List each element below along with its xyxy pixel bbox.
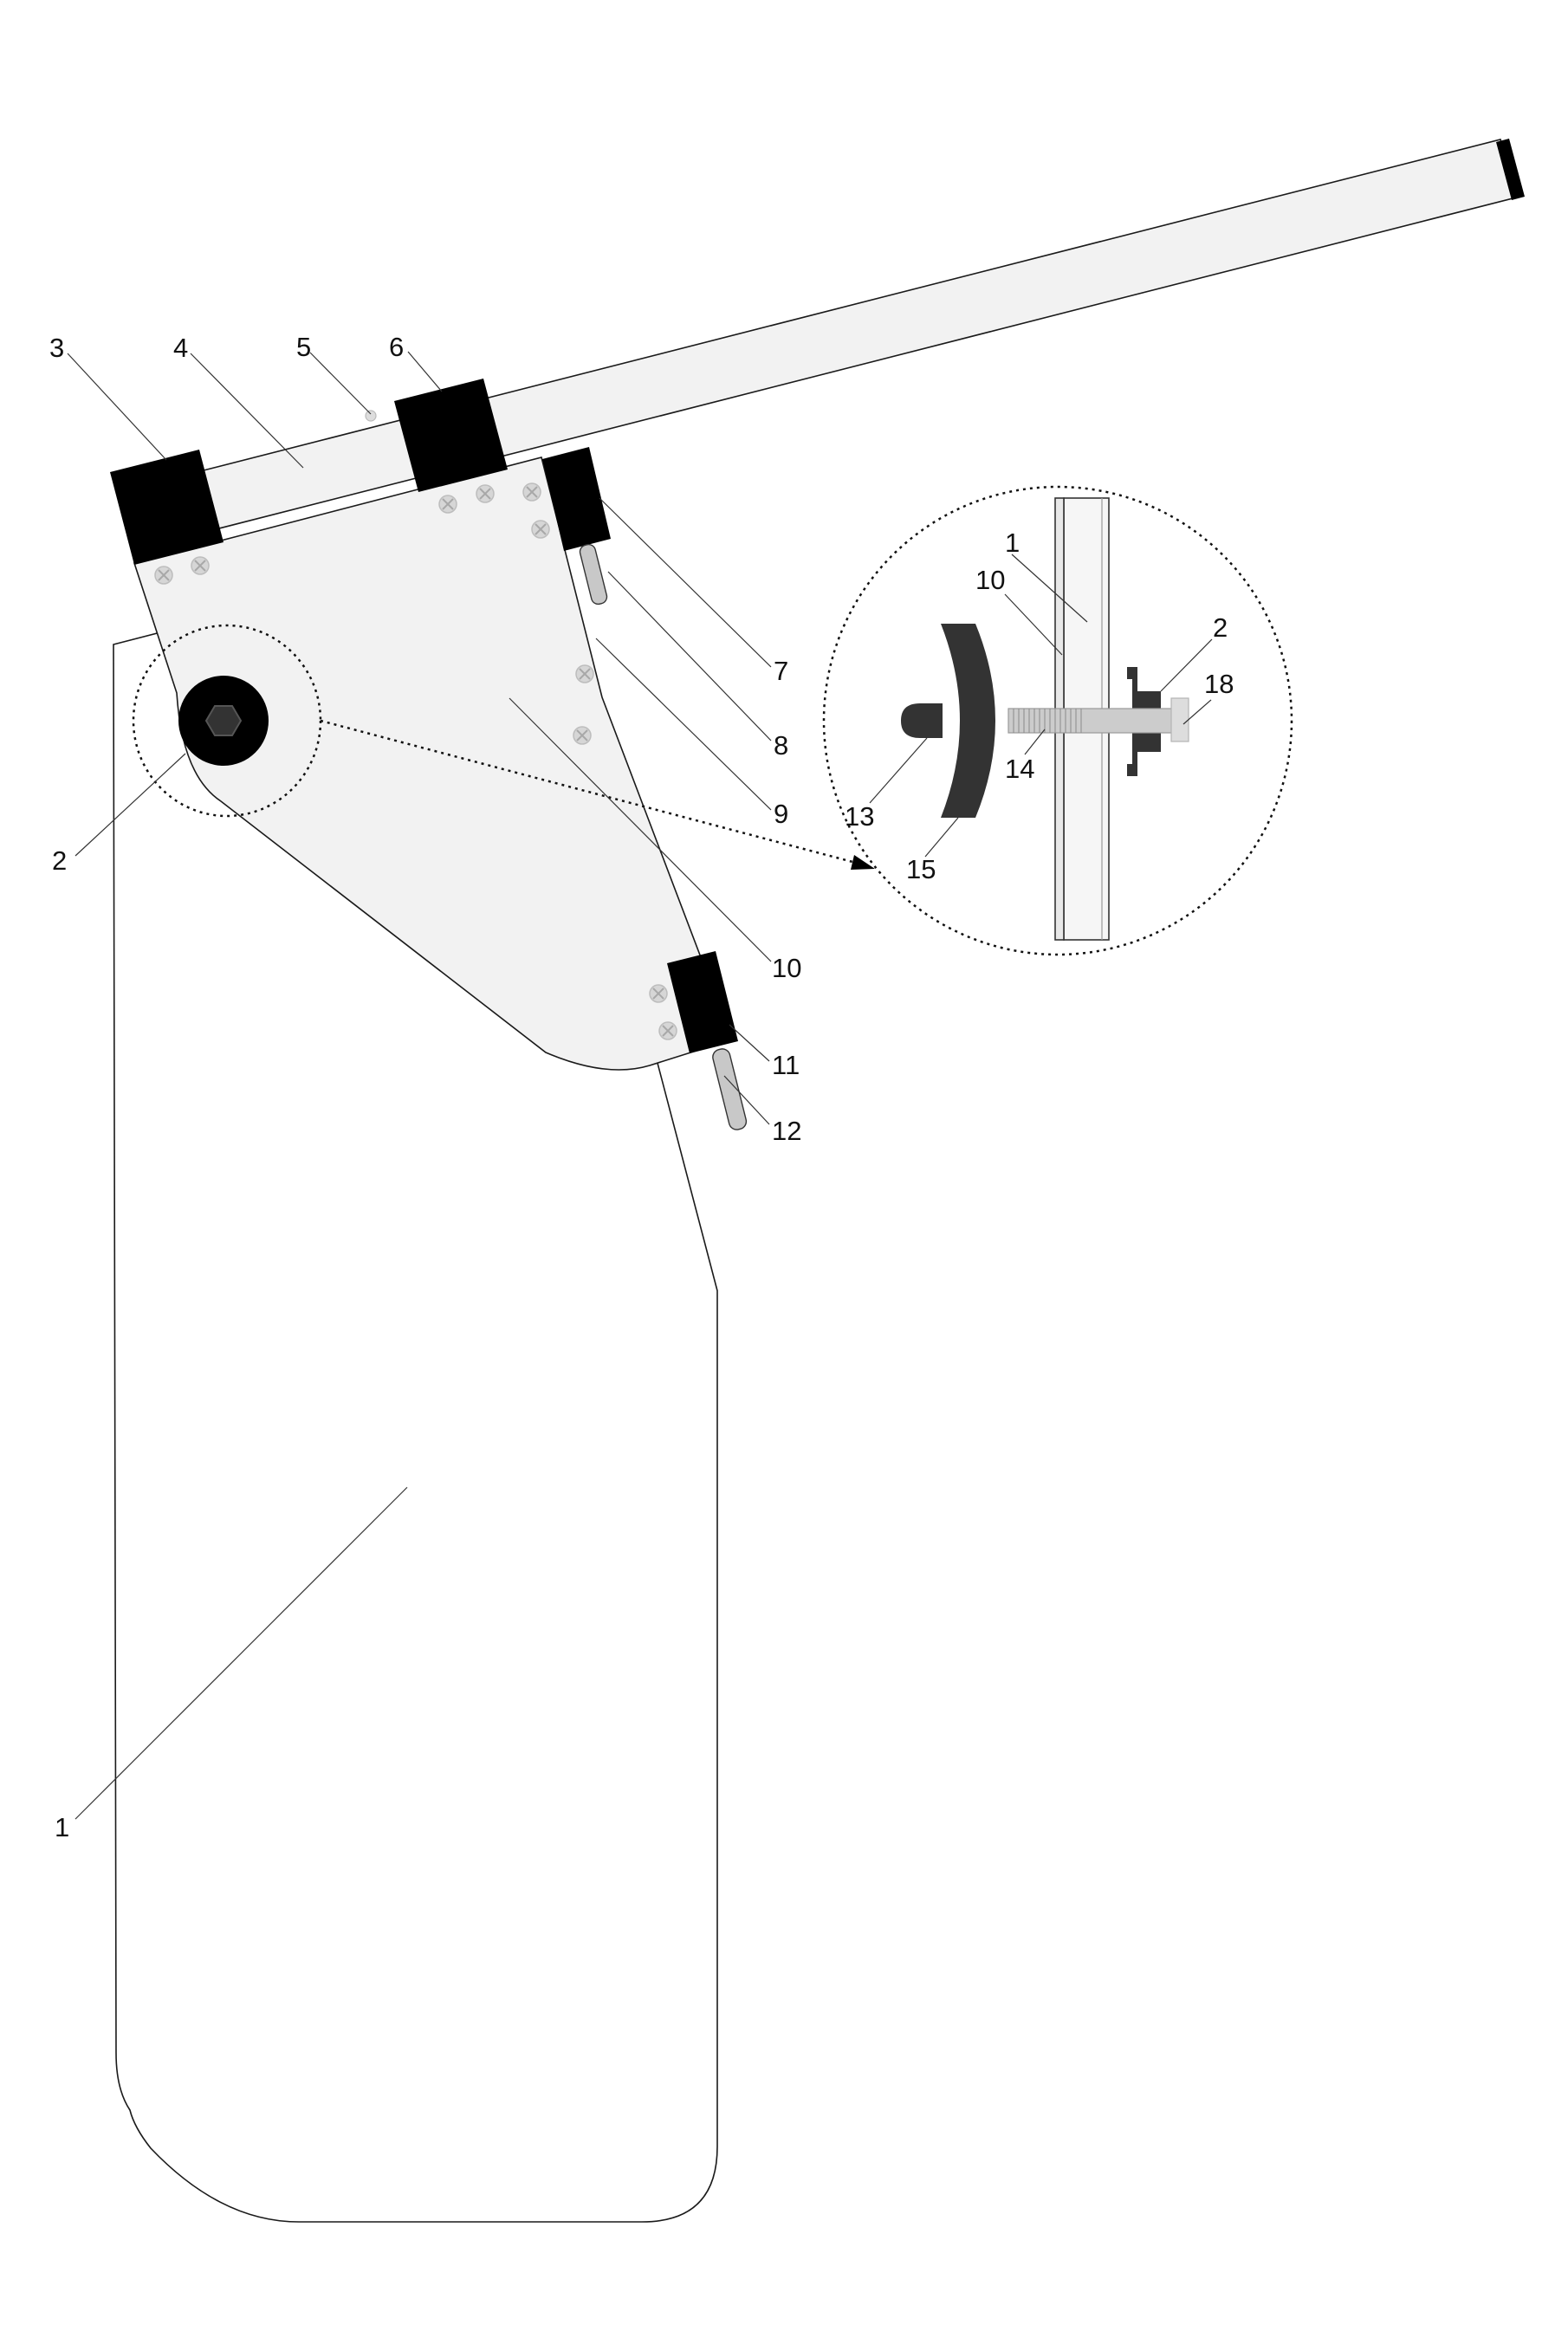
detail-view [822, 485, 1293, 956]
detail-bolt-head [1170, 697, 1189, 742]
callout-4: 4 [173, 333, 188, 363]
detail-arrow-line [320, 719, 857, 864]
detail-callout-2: 2 [1213, 612, 1228, 643]
screw-head [154, 566, 173, 585]
callout-12: 12 [772, 1116, 801, 1146]
callout-6: 6 [389, 332, 404, 362]
detail-callout-1: 1 [1005, 528, 1020, 558]
detail-rubber-buffer [941, 624, 995, 818]
boom-end-cap [1496, 139, 1525, 200]
detail-callout-13: 13 [845, 801, 874, 832]
detail-callout-18: 18 [1204, 669, 1234, 699]
detail-callout-14: 14 [1005, 754, 1034, 784]
clamp-block-6 [394, 379, 508, 492]
screw-head [531, 520, 550, 539]
callout-10: 10 [772, 953, 801, 983]
stop-block-7 [542, 447, 611, 551]
clamp-block-3 [110, 450, 224, 565]
screw-head [522, 482, 541, 502]
buffer-rod-12 [712, 1048, 748, 1130]
detail-bolt-threads [1013, 709, 1082, 733]
callout-2: 2 [52, 845, 67, 876]
screw-head [191, 556, 210, 575]
callout-labels: 3 4 5 6 7 8 9 10 11 12 2 1 1 10 2 18 14 … [49, 332, 1234, 1842]
detail-view-circle [822, 485, 1293, 956]
callout-5: 5 [296, 332, 311, 362]
screw-head [438, 495, 457, 514]
callout-9: 9 [774, 799, 788, 829]
callout-3: 3 [49, 333, 64, 363]
callout-8: 8 [774, 730, 788, 761]
leader-lines [67, 351, 1213, 1820]
callout-11: 11 [772, 1050, 800, 1080]
detail-callout-15: 15 [906, 854, 936, 884]
buffer-rod-8 [579, 543, 608, 605]
boom-screw [365, 410, 377, 422]
screw-head [573, 726, 592, 745]
plate-screws [154, 482, 677, 1040]
detail-bumper-cap [901, 703, 943, 738]
screw-head [649, 984, 668, 1003]
screw-head [658, 1021, 677, 1040]
detail-arrow-head [851, 855, 875, 870]
callout-7: 7 [774, 656, 788, 686]
callout-1: 1 [55, 1812, 69, 1842]
screw-head [476, 484, 495, 503]
detail-callout-10: 10 [975, 565, 1005, 595]
detail-bolt-shaft [1008, 708, 1174, 734]
pivot-hex-head [204, 705, 243, 736]
stop-block-11 [667, 951, 738, 1053]
screw-head [575, 664, 594, 683]
